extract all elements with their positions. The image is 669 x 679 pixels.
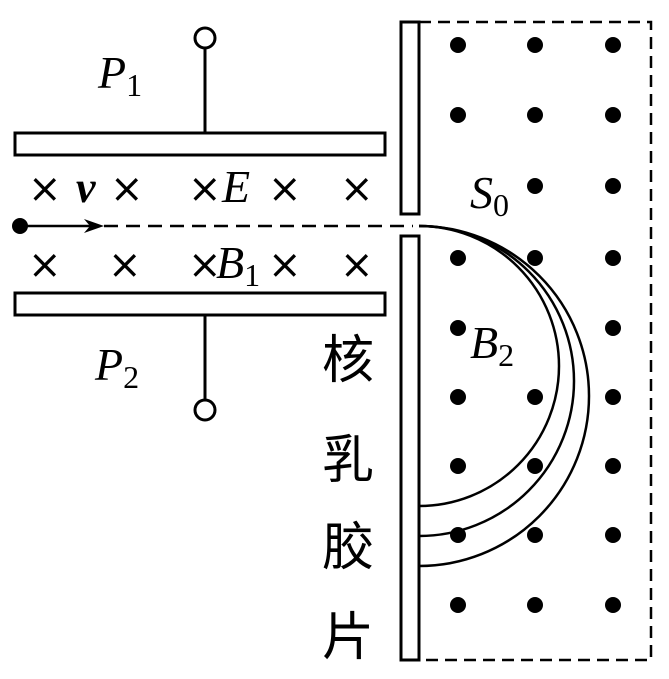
field-dot <box>527 597 543 613</box>
caption-char: 胶 <box>322 518 374 578</box>
field-dot <box>605 527 621 543</box>
film-plate-upper <box>399 20 421 216</box>
trajectory-arc-large <box>418 224 591 568</box>
plate-p1 <box>13 131 387 157</box>
film-caption: 核 乳 胶 片 <box>322 331 374 668</box>
field-dot <box>450 389 466 405</box>
field-dot <box>527 37 543 53</box>
cross-symbol: × <box>28 166 62 212</box>
field-dot <box>605 178 621 194</box>
cross-symbol: × <box>188 166 222 212</box>
field-dot <box>450 320 466 336</box>
field-dot <box>605 389 621 405</box>
particle-trajectories <box>418 224 591 568</box>
cross-symbol: × <box>108 242 142 288</box>
label-s0: S0 <box>470 167 509 223</box>
field-dot <box>605 597 621 613</box>
b2-field-dots <box>450 37 621 613</box>
p1-terminal-node <box>193 26 217 50</box>
film-plate-lower <box>399 234 421 662</box>
cross-symbol: × <box>340 166 374 212</box>
field-dot <box>527 527 543 543</box>
field-dot <box>605 37 621 53</box>
field-dot <box>450 597 466 613</box>
field-dot <box>605 320 621 336</box>
cross-symbol: × <box>110 166 144 212</box>
plate-p2 <box>13 291 387 317</box>
cross-symbol: × <box>268 242 302 288</box>
label-b1: B1 <box>216 237 260 293</box>
b2-region-boundary <box>419 20 653 662</box>
field-dot <box>527 178 543 194</box>
field-dot <box>527 107 543 123</box>
caption-char: 核 <box>322 331 374 391</box>
label-velocity: v <box>76 163 96 212</box>
velocity-arrowhead <box>84 219 104 233</box>
trajectory-arc-medium <box>418 224 576 538</box>
trajectory-arc-small <box>418 224 561 508</box>
caption-char: 片 <box>322 608 374 668</box>
label-e-field: E <box>221 161 250 212</box>
field-dot <box>605 107 621 123</box>
field-dot <box>527 389 543 405</box>
field-dot <box>450 107 466 123</box>
field-dot <box>450 458 466 474</box>
cross-symbol: × <box>268 166 302 212</box>
label-b2: B2 <box>470 317 514 373</box>
p2-terminal-node <box>193 398 217 422</box>
cross-symbol: × <box>188 242 222 288</box>
b1-field-crosses: × × × × × × × × × × <box>28 166 374 288</box>
field-dot <box>450 250 466 266</box>
field-dot <box>605 250 621 266</box>
field-dot <box>527 458 543 474</box>
caption-char: 乳 <box>322 431 374 491</box>
label-p1: P1 <box>97 47 142 103</box>
label-p2: P2 <box>94 339 139 395</box>
cross-symbol: × <box>28 242 62 288</box>
field-dot <box>605 458 621 474</box>
cross-symbol: × <box>340 242 374 288</box>
field-dot <box>527 250 543 266</box>
field-dot <box>450 37 466 53</box>
